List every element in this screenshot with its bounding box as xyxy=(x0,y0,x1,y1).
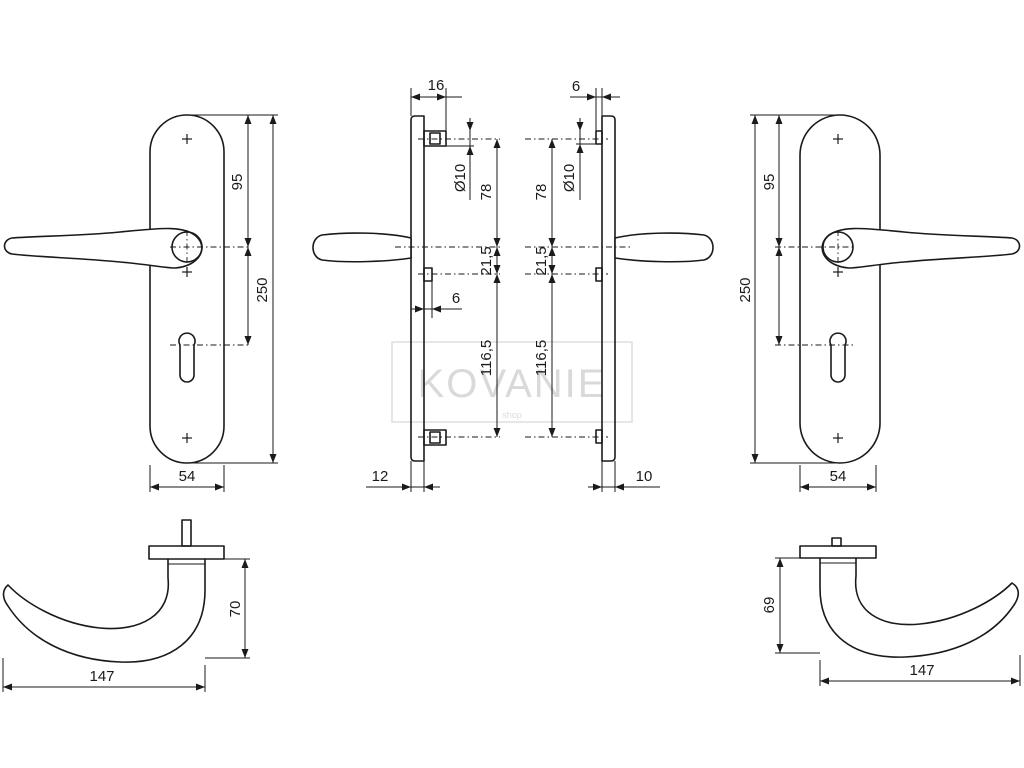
dim-lever-to-screw: 21,5 xyxy=(533,246,550,275)
spindle xyxy=(831,537,842,547)
dim-plate-thickness: 10 xyxy=(636,468,653,485)
dim-top-to-lever: 78 xyxy=(533,184,550,201)
screw-mark xyxy=(832,266,844,278)
screw-mark xyxy=(181,133,193,145)
dim-plate-thickness: 12 xyxy=(372,468,389,485)
fixing-pin xyxy=(423,130,447,147)
dim-lever-length: 147 xyxy=(909,662,934,679)
rose-profile xyxy=(799,545,877,559)
watermark-text: KOVANIE xyxy=(418,362,607,406)
side-view-left: 16 Ø10 78 21,5 116,5 6 12 xyxy=(312,77,501,492)
front-view-left: 95 250 54 xyxy=(3,114,278,492)
screw-mark xyxy=(181,266,193,278)
backplate-outline xyxy=(799,114,881,464)
dim-rose-width: 54 xyxy=(179,468,196,485)
plate-profile xyxy=(601,115,616,462)
lever-curve xyxy=(819,557,1020,658)
watermark-subtext: shop xyxy=(502,410,522,420)
dim-screw-depth: 6 xyxy=(452,290,460,307)
dim-top-to-lever: 78 xyxy=(478,184,495,201)
screw-mark xyxy=(832,133,844,145)
backplate-outline xyxy=(149,114,225,464)
fixing-pin xyxy=(595,130,603,145)
watermark: KOVANIE shop xyxy=(391,341,633,423)
screw-mark xyxy=(832,432,844,444)
dim-bore-diameter: Ø10 xyxy=(452,164,469,192)
dim-screw-to-bottom: 116,5 xyxy=(533,340,550,376)
screw-mark xyxy=(181,432,193,444)
dim-lever-to-keyhole: 95 xyxy=(229,174,246,191)
rose-profile xyxy=(148,545,225,560)
dim-total-height: 250 xyxy=(737,277,754,302)
dim-lever-length: 147 xyxy=(89,668,114,685)
spindle xyxy=(181,519,192,547)
side-view-right: 6 Ø10 78 21,5 116,5 10 xyxy=(525,78,714,492)
lever-handle-outline xyxy=(3,227,203,269)
top-view-left: 70 147 xyxy=(2,519,250,692)
lever-profile xyxy=(312,232,412,263)
dim-rose-width: 54 xyxy=(830,468,847,485)
dim-screw-to-bottom: 116,5 xyxy=(478,340,495,376)
lever-curve xyxy=(2,558,206,663)
dim-lever-projection: 70 xyxy=(227,601,244,618)
dim-pin-depth: 6 xyxy=(572,78,580,95)
dim-lever-to-keyhole: 95 xyxy=(761,174,778,191)
top-view-right: 69 147 xyxy=(761,537,1021,686)
keyhole xyxy=(178,332,196,383)
fixing-pin xyxy=(423,429,447,446)
dim-pin-depth: 16 xyxy=(428,77,445,94)
dim-bore-diameter: Ø10 xyxy=(561,164,578,192)
keyhole xyxy=(829,332,847,383)
front-view-right: 95 250 54 xyxy=(737,114,1021,492)
lever-profile xyxy=(614,232,714,263)
plate-profile xyxy=(410,115,425,462)
fixing-pin xyxy=(595,429,603,444)
dim-lever-projection: 69 xyxy=(761,597,778,614)
dim-lever-to-screw: 21,5 xyxy=(478,246,495,275)
lever-handle-outline xyxy=(821,227,1021,269)
dim-total-height: 250 xyxy=(254,277,271,302)
